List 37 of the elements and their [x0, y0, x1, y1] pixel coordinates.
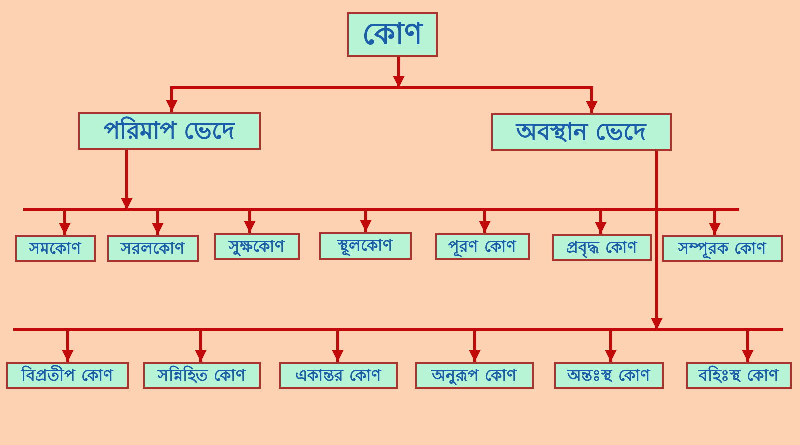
- angle-box: স্থূলকোণ: [319, 232, 412, 260]
- arrow: [605, 330, 617, 362]
- angle-box: সন্নিহিত কোণ: [143, 362, 261, 389]
- angle-box: একান্তর কোণ: [279, 362, 398, 389]
- arrow: [595, 210, 607, 234]
- arrow: [152, 210, 164, 235]
- arrow: [62, 330, 74, 362]
- bus-line: [170, 86, 594, 90]
- arrow: [360, 210, 372, 232]
- arrow: [244, 210, 256, 233]
- arrow: [586, 88, 598, 113]
- category-box: অবস্থান ভেদে: [491, 113, 672, 151]
- category-box: পরিমাপ ভেদে: [78, 112, 261, 150]
- angle-box: সরলকোণ: [107, 235, 199, 262]
- arrow: [651, 151, 663, 330]
- arrow: [332, 330, 344, 362]
- arrow: [469, 330, 481, 362]
- angle-box: সম্পূরক কোণ: [662, 235, 783, 262]
- arrow: [166, 88, 178, 112]
- angle-box: পূরণ কোণ: [435, 233, 530, 260]
- bus-line: [14, 328, 784, 332]
- angle-box: বহিঃস্থ কোণ: [686, 362, 792, 389]
- arrow: [479, 210, 491, 233]
- root-box: কোণ: [347, 12, 438, 57]
- arrow: [121, 150, 133, 210]
- arrow: [709, 210, 721, 235]
- arrow: [393, 57, 405, 88]
- angle-box: সুক্ষকোণ: [214, 233, 300, 260]
- arrow: [742, 330, 754, 362]
- angle-box: বিপ্রতীপ কোণ: [6, 362, 129, 389]
- arrow: [59, 210, 71, 235]
- arrow: [195, 330, 207, 362]
- angle-box: সমকোণ: [15, 235, 96, 262]
- angle-box: অনুরূপ কোণ: [415, 362, 534, 389]
- bus-line: [24, 208, 740, 212]
- angle-box: অন্তঃস্থ কোণ: [554, 362, 664, 389]
- angle-box: প্রবৃদ্ধ কোণ: [552, 234, 652, 261]
